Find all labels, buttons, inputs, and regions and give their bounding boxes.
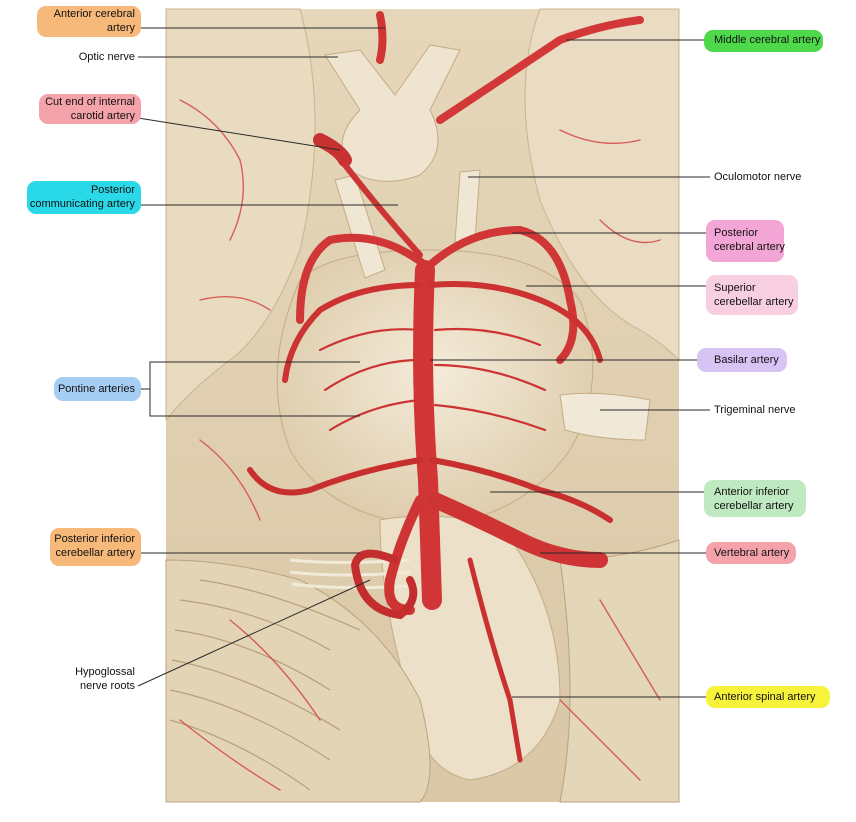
highlight-anterior-cerebral xyxy=(37,6,141,37)
label-posterior-cerebral-artery: Posterior cerebral artery xyxy=(714,227,785,253)
right-temporal-lobe xyxy=(524,8,680,362)
highlight-posterior-communicating xyxy=(27,181,141,214)
highlight-anterior-inferior-cerebellar xyxy=(704,480,806,517)
label-optic-nerve: Optic nerve xyxy=(78,51,135,63)
pontine-branches xyxy=(318,327,547,432)
vertebral-artery-right xyxy=(427,492,608,568)
label-cut-internal-carotid: Cut end of internal carotid artery xyxy=(45,96,135,122)
highlight-pontine xyxy=(54,377,141,401)
posterior-cerebral-artery-left xyxy=(296,233,429,324)
anterior-inferior-cerebellar-artery-left xyxy=(247,457,423,496)
anterior-cerebral-artery xyxy=(376,11,387,64)
highlight-basilar xyxy=(697,348,787,372)
label-middle-cerebral-artery: Middle cerebral artery xyxy=(714,34,821,46)
highlight-posterior-inferior-cerebellar xyxy=(50,528,141,566)
label-basilar-artery: Basilar artery xyxy=(714,354,779,366)
arteries xyxy=(179,11,661,791)
highlight-posterior-cerebral xyxy=(706,220,784,262)
posterior-cerebral-artery-right xyxy=(426,225,578,364)
highlight-middle-cerebral xyxy=(704,30,823,52)
label-posterior-communicating: Posterior communicating artery xyxy=(29,184,135,210)
label-oculomotor-nerve: Oculomotor nerve xyxy=(714,171,802,183)
superior-cerebellar-artery-left xyxy=(282,282,423,383)
optic-chiasm xyxy=(324,44,461,182)
label-anterior-cerebral-artery: Anterior cerebral artery xyxy=(53,8,135,34)
highlight-vertebral xyxy=(706,542,796,564)
internal-carotid-cut-end xyxy=(313,133,352,167)
basilar-artery xyxy=(413,260,442,610)
pons xyxy=(276,249,594,526)
label-superior-cerebellar-artery: Superior cerebellar artery xyxy=(714,282,794,308)
leader-hypoglossal xyxy=(137,579,371,687)
highlight-anterior-spinal xyxy=(706,686,830,708)
label-pontine-arteries: Pontine arteries xyxy=(57,383,135,395)
oculomotor-nerve-left xyxy=(334,174,386,279)
anterior-inferior-cerebellar-artery xyxy=(429,457,613,523)
label-anterior-spinal-artery: Anterior spinal artery xyxy=(714,691,816,703)
anterior-spinal-artery xyxy=(467,557,523,763)
highlight-cut-internal-carotid xyxy=(39,94,141,124)
surface-vessels xyxy=(179,99,661,791)
superior-cerebellar-artery xyxy=(427,281,603,363)
trigeminal-nerve xyxy=(559,392,651,441)
cerebellum-right xyxy=(559,539,680,803)
label-vertebral-artery: Vertebral artery xyxy=(714,547,790,559)
label-trigeminal-nerve: Trigeminal nerve xyxy=(714,404,796,416)
label-posterior-inferior-cerebellar: Posterior inferior cerebellar artery xyxy=(54,533,135,559)
posterior-communicating-artery xyxy=(342,162,423,258)
label-hypoglossal-nerve-roots: Hypoglossal nerve roots xyxy=(75,666,135,692)
cerebellum-left xyxy=(165,559,431,803)
vertebral-artery-left xyxy=(384,495,425,615)
leader-lines xyxy=(137,27,710,698)
left-temporal-lobe xyxy=(165,8,316,422)
leader-cut-internal-carotid xyxy=(137,117,341,151)
middle-cerebral-artery xyxy=(436,16,644,124)
highlight-superior-cerebellar xyxy=(706,275,798,315)
posterior-inferior-cerebellar-artery xyxy=(350,549,418,620)
label-anterior-inferior-cerebellar-artery: Anterior inferior cerebellar artery xyxy=(714,486,794,512)
